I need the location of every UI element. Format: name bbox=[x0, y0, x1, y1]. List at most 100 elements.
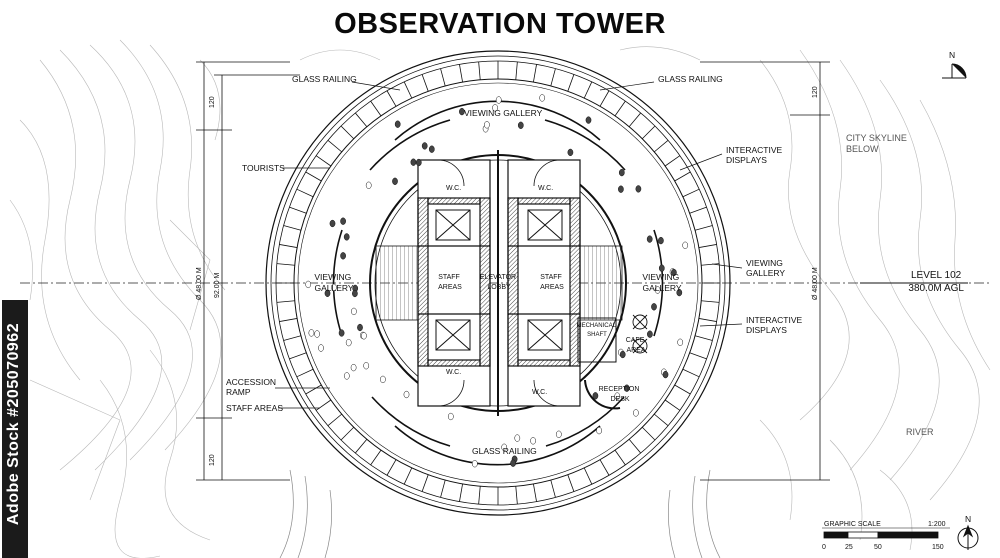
railing-segment bbox=[305, 171, 322, 182]
railing-segment bbox=[694, 335, 713, 341]
scale-title: GRAPHIC SCALE bbox=[824, 521, 881, 528]
tourist-figure bbox=[365, 181, 372, 189]
tourist-figure bbox=[403, 390, 410, 399]
label-glass-railing-left: GLASS RAILING bbox=[292, 74, 357, 84]
railing-segment bbox=[370, 449, 382, 466]
watermark-id: #205070962 bbox=[5, 322, 22, 417]
railing-segment bbox=[641, 426, 656, 441]
label-river: RIVER bbox=[906, 427, 934, 437]
tourist-figure bbox=[671, 268, 677, 277]
label-reception-desk: RECEPTION DESK bbox=[599, 386, 642, 403]
label-cafe-area: CAFE AREA bbox=[626, 337, 647, 354]
tourist-figure bbox=[555, 430, 562, 438]
gallery-arcs bbox=[332, 100, 664, 466]
tourist-figure bbox=[410, 158, 417, 166]
railing-segment bbox=[614, 449, 626, 466]
north-label-bottom: N bbox=[965, 514, 971, 524]
label-level: LEVEL 102 380.0M AGL bbox=[908, 270, 964, 294]
railing-segment bbox=[276, 263, 295, 266]
tourist-figure bbox=[421, 142, 428, 150]
scale-tick-50: 50 bbox=[874, 544, 882, 551]
tourist-figure bbox=[392, 177, 398, 185]
railing-segment bbox=[628, 439, 642, 454]
tourist-figure bbox=[345, 338, 352, 347]
tourist-figure bbox=[647, 330, 653, 338]
core-walls bbox=[417, 150, 581, 416]
railing-segment bbox=[421, 474, 429, 492]
north-arrow-top bbox=[942, 63, 967, 79]
elevator-shafts bbox=[435, 209, 563, 351]
label-viewing-gallery-left: VIEWING GALLERY bbox=[314, 272, 353, 293]
tourist-figures bbox=[305, 94, 689, 468]
label-wc-top-left: W.C. bbox=[446, 185, 461, 192]
tourist-figure bbox=[682, 241, 689, 249]
railing-segment bbox=[550, 479, 556, 498]
tourist-figure bbox=[567, 148, 574, 157]
north-label-top: N bbox=[949, 50, 955, 60]
tourist-figure bbox=[350, 363, 357, 372]
tourist-figure bbox=[623, 384, 630, 392]
railing-segment bbox=[599, 459, 610, 476]
railing-segment bbox=[386, 459, 397, 476]
railing-segment bbox=[689, 206, 707, 214]
railing-segment bbox=[403, 467, 413, 485]
tourist-figure bbox=[459, 107, 465, 116]
railing-segment bbox=[283, 335, 302, 341]
dim-left-top: 120 bbox=[209, 96, 216, 108]
tourist-figure bbox=[596, 426, 602, 435]
railing-segment bbox=[340, 426, 355, 441]
tourist-figure bbox=[539, 94, 546, 102]
railing-segment bbox=[614, 100, 626, 117]
railing-segment bbox=[421, 74, 429, 92]
railing-segment bbox=[682, 368, 700, 378]
tourist-figure bbox=[646, 235, 653, 243]
tourist-figure bbox=[314, 330, 320, 338]
railing-segment bbox=[370, 100, 382, 117]
railing-segment bbox=[386, 90, 397, 107]
railing-segment bbox=[440, 479, 446, 498]
label-interactive-displays-top: INTERACTIVE DISPLAYS bbox=[726, 145, 785, 165]
tourist-figure bbox=[343, 372, 350, 380]
railing-segment bbox=[694, 225, 713, 231]
tourist-figure bbox=[501, 443, 508, 451]
railing-segment bbox=[674, 171, 691, 182]
dim-right-main: Ø 48.00 M bbox=[812, 267, 819, 300]
tourist-figure bbox=[618, 185, 624, 193]
dim-left-bottom: 120 bbox=[209, 454, 216, 466]
railing-segment bbox=[583, 81, 593, 99]
railing-segment bbox=[599, 90, 610, 107]
tourist-figure bbox=[352, 289, 358, 298]
railing-segment bbox=[583, 467, 593, 485]
label-mechanical-shaft: MECHANICAL SHAFT bbox=[577, 323, 618, 338]
label-viewing-gallery-outer: VIEWING GALLERY bbox=[746, 258, 785, 278]
railing-segment bbox=[289, 352, 307, 360]
label-glass-railing-right: GLASS RAILING bbox=[658, 74, 723, 84]
tourist-figure bbox=[514, 434, 521, 442]
tourist-figure bbox=[658, 264, 665, 272]
label-staff-areas-left: STAFF AREAS bbox=[438, 274, 462, 291]
label-glass-railing-bottom: GLASS RAILING bbox=[472, 446, 537, 456]
tourist-figure bbox=[351, 307, 357, 316]
label-wc-bottom-right: W.C. bbox=[532, 389, 547, 396]
tourist-figure bbox=[492, 104, 498, 112]
railing-segment bbox=[567, 474, 575, 492]
tourist-figure bbox=[585, 116, 592, 124]
tourist-figure bbox=[658, 236, 664, 245]
tourist-figure bbox=[651, 303, 657, 311]
tourist-figure bbox=[517, 121, 524, 129]
railing-segment bbox=[459, 64, 463, 83]
tourist-figure bbox=[530, 437, 536, 445]
railing-segment bbox=[533, 64, 537, 83]
railing-segment bbox=[628, 112, 642, 127]
railing-segment bbox=[674, 384, 691, 395]
tourist-figure bbox=[618, 168, 625, 177]
label-viewing-gallery-top: VIEWING GALLERY bbox=[464, 108, 543, 118]
scale-tick-150: 150 bbox=[932, 544, 944, 551]
leader-lines bbox=[275, 81, 743, 409]
railing-segment bbox=[654, 139, 669, 153]
railing-segment bbox=[354, 439, 368, 454]
graphic-scale-bar bbox=[823, 531, 939, 539]
reception-desk-counter bbox=[584, 379, 621, 410]
railing-segment bbox=[315, 399, 332, 411]
railing-segment bbox=[340, 125, 355, 140]
